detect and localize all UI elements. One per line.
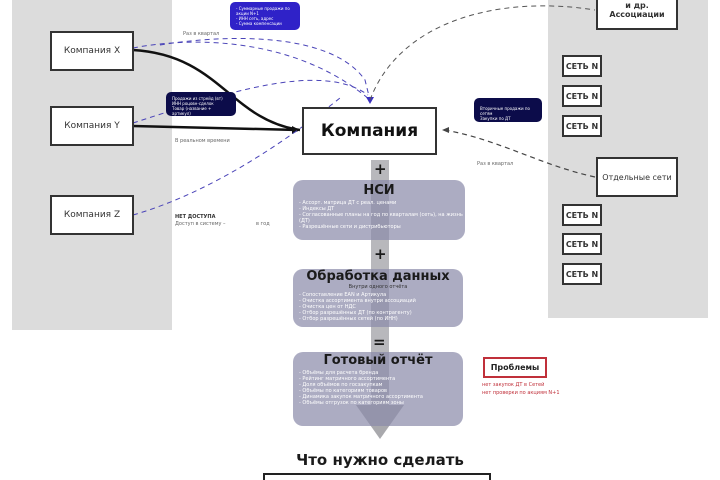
net-label: СЕТЬ N — [565, 91, 599, 101]
note-dark-line: Закупки по ДТ — [480, 116, 511, 121]
solid-line-y — [132, 124, 299, 132]
problems-title: Проблемы — [490, 363, 540, 372]
note-dark-line: Продажи из стрейд (вт) — [172, 96, 223, 101]
main-company-box[interactable]: Компания — [302, 107, 437, 155]
dashed-line-separate-nets — [444, 129, 596, 178]
separate-nets-label: Отдельные сети — [602, 172, 672, 182]
net-box[interactable]: СЕТЬ N — [562, 263, 602, 285]
associations-box[interactable]: и др. Ассоциации — [596, 0, 678, 30]
associations-line: и др. — [625, 1, 649, 10]
dashed-line-associations — [369, 5, 596, 101]
company-x-label: Компания X — [63, 46, 121, 56]
dashed-line-y — [132, 79, 369, 124]
step-item: - Очистка цен от НДС — [299, 304, 356, 310]
net-label: СЕТЬ N — [565, 239, 599, 249]
arrowhead-blue — [366, 97, 374, 104]
note-dark-right: Вторичные продажи по сетям Закупки по ДТ — [474, 98, 542, 122]
todo-heading: Что нужно сделать — [296, 451, 464, 469]
step-item: - Отбор разрешённых сетей (по ИНН) — [299, 316, 398, 322]
note-blue-line: - Сумма компенсации — [236, 21, 282, 26]
solid-line-x — [132, 48, 301, 132]
step-subtitle: Внутри одного отчёта — [348, 284, 408, 290]
step-nsi: НСИ - Ассорт. матрица ДТ с реал. ценами … — [293, 180, 465, 240]
net-label: СЕТЬ N — [565, 210, 599, 220]
note-dark-line: ИНН роцовн-сделок — [172, 101, 214, 106]
equals-operator: = — [373, 333, 386, 351]
arrowhead-right — [442, 127, 449, 133]
net-box[interactable]: СЕТЬ N — [562, 233, 602, 255]
step-item: - Сопоставление EAN и Артикула — [299, 292, 387, 298]
step-item: - Ассорт. матрица ДТ с реал. ценами — [299, 200, 397, 206]
arrowhead-main — [292, 126, 300, 134]
plus-operator: + — [374, 160, 387, 178]
separate-nets-box[interactable]: Отдельные сети — [596, 157, 678, 197]
net-box[interactable]: СЕТЬ N — [562, 115, 602, 137]
plus-operator: + — [374, 245, 387, 263]
note-blue-line: - ИНН сеть, адрес — [236, 16, 274, 21]
company-z-box[interactable]: Компания Z — [50, 195, 134, 235]
dashed-line-x — [132, 41, 371, 101]
todo-box — [263, 473, 491, 480]
net-label: СЕТЬ N — [565, 61, 599, 71]
step-item: - Согласованные планы на год по квартала… — [299, 212, 463, 224]
step-title: НСИ — [363, 183, 395, 198]
no-access-title: НЕТ ДОСТУПА — [175, 214, 216, 220]
step-report: Готовый отчёт - Объёмы для расчета бренд… — [293, 352, 463, 426]
associations-line: Ассоциации — [609, 10, 665, 19]
step-processing: Обработка данных Внутри одного отчёта - … — [293, 269, 463, 327]
main-company-label: Компания — [320, 121, 419, 141]
step-items: - Ассорт. матрица ДТ с реал. ценами - Ин… — [293, 200, 465, 230]
net-box[interactable]: СЕТЬ N — [562, 55, 602, 77]
step-item: - Отбор разрешённых ДТ (по контрагенту) — [299, 310, 412, 316]
no-access-text: Доступ в систему – — [175, 221, 226, 227]
note-dark-line: Товар (название + артикул) — [172, 106, 212, 116]
net-label: СЕТЬ N — [565, 121, 599, 131]
step-items: - Сопоставление EAN и Артикула - Очистка… — [293, 292, 463, 322]
note-blue-line: - Суммарные продажи по акции N+1 — [236, 6, 290, 16]
note-dark-line: Вторичные продажи по сетям — [480, 106, 530, 116]
note-dark-left: Продажи из стрейд (вт) ИНН роцовн-сделок… — [166, 92, 236, 116]
step-item: - Рейтинг матричного ассортимента — [299, 376, 396, 382]
net-label: СЕТЬ N — [565, 269, 599, 279]
step-item: - Объёмы по категориям товаров — [299, 388, 387, 394]
step-item: - Динамика закупок матричного ассортимен… — [299, 394, 423, 400]
problem-item: нет закупок ДТ в Сетей — [482, 382, 545, 388]
label-realtime: В реальном времени — [175, 138, 230, 144]
net-box[interactable]: СЕТЬ N — [562, 85, 602, 107]
label-quarterly-right: Раз в квартал — [477, 161, 514, 167]
step-item: - Объёмы для расчета бренда — [299, 370, 379, 376]
step-item: - Очистка ассортимента внутри ассоциаций — [299, 298, 416, 304]
step-title: Готовый отчёт — [323, 353, 433, 368]
step-item: - Доля объёмов по госзакупкам — [299, 382, 383, 388]
dashed-line-top — [159, 37, 371, 101]
company-x-box[interactable]: Компания X — [50, 31, 134, 71]
step-title: Обработка данных — [306, 269, 450, 284]
company-y-label: Компания Y — [64, 121, 120, 131]
note-blue-summary: - Суммарные продажи по акции N+1 - ИНН с… — [230, 2, 300, 30]
step-item: - Индексы ДТ — [299, 206, 335, 212]
company-y-box[interactable]: Компания Y — [50, 106, 134, 146]
step-items: - Объёмы для расчета бренда - Рейтинг ма… — [293, 370, 463, 406]
step-item: - Разрешённые сети и дистрибьюторы — [299, 224, 401, 230]
step-item: - Объёмы отгрузок по категориям зоны — [299, 400, 404, 406]
net-box[interactable]: СЕТЬ N — [562, 204, 602, 226]
label-quarterly-top: Раз в квартал — [183, 31, 220, 37]
company-z-label: Компания Z — [63, 210, 121, 220]
no-access-period: в год — [256, 221, 270, 227]
problem-item: нет проверки по акциям N+1 — [482, 390, 560, 396]
problems-box[interactable]: Проблемы — [483, 357, 547, 378]
